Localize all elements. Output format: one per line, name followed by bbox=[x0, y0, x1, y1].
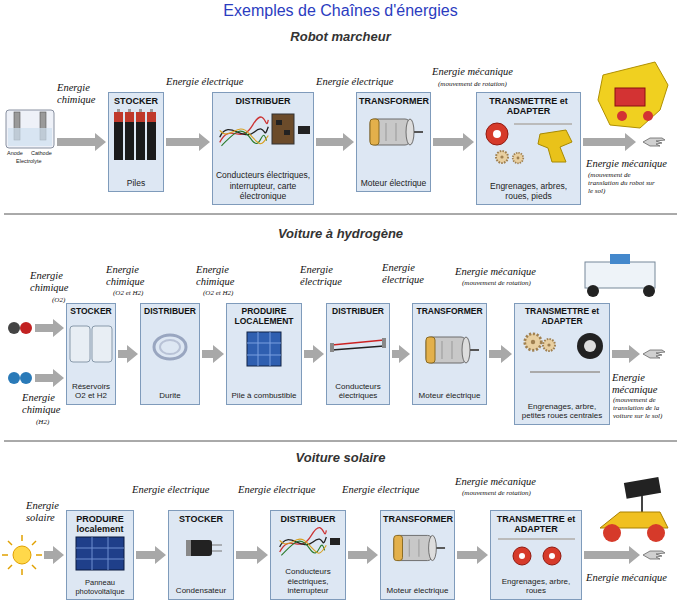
stage-heading: DISTRIBUER bbox=[141, 304, 199, 317]
part-name: Anode bbox=[7, 150, 27, 156]
stage-heading: DISTRIBUER bbox=[271, 511, 345, 524]
stage-heading: TRANSFORMER bbox=[413, 304, 486, 317]
process-box: TRANSMETTRE et ADAPTER Engrenages, arbre,… bbox=[514, 303, 610, 425]
energy-arrow bbox=[118, 345, 138, 363]
energy-label: Energie solaire bbox=[26, 500, 66, 524]
stage-heading: PRODUIRE LOCALEMENT bbox=[227, 304, 301, 327]
process-box: TRANSFORMER Moteur électrique bbox=[380, 510, 455, 600]
process-box: DISTRIBUER Conducteurs électriques, inter… bbox=[270, 510, 346, 600]
stage-heading: DISTRIBUER bbox=[213, 93, 313, 106]
energy-label: Energie électrique bbox=[342, 484, 434, 496]
energy-label: Energie chimique bbox=[57, 82, 105, 106]
component-caption: Engrenages, arbres, roues, pieds bbox=[479, 181, 578, 201]
process-box: TRANSMETTRE et ADAPTER Engrenages, arbres… bbox=[476, 92, 581, 205]
stage-heading: TRANSMETTRE et ADAPTER bbox=[515, 304, 609, 327]
energy-label: Energie électrique bbox=[238, 484, 330, 496]
energy-note: (mouvement de rotation) bbox=[462, 279, 552, 287]
process-box: DISTRIBUER Conducteurs électriques bbox=[326, 303, 390, 405]
component-caption: Piles bbox=[111, 178, 161, 188]
component-caption: Moteur électrique bbox=[415, 391, 484, 401]
energy-arrow bbox=[348, 546, 378, 564]
component-caption: Pile à combustible bbox=[229, 391, 299, 401]
part-name: Cathode bbox=[31, 150, 55, 156]
component-caption: Conducteurs électriques, interrupteur bbox=[273, 567, 343, 596]
energy-note: (H2) bbox=[36, 418, 66, 426]
energy-note: (O2) bbox=[52, 296, 82, 304]
energy-note: (O2 et H2) bbox=[203, 289, 243, 297]
energy-label: Energie mécanique bbox=[612, 372, 678, 396]
process-box: PRODUIRE LOCALEMENT Pile à combustible bbox=[226, 303, 302, 405]
section-title: Voiture solaire bbox=[0, 450, 681, 466]
energy-arrow bbox=[316, 133, 354, 151]
process-box: TRANSMETTRE et ADAPTER Engrenages, arbre,… bbox=[490, 510, 582, 600]
component-caption: Moteur électrique bbox=[359, 178, 428, 188]
energy-note: (mouvement de rotation) bbox=[462, 489, 552, 497]
energy-label: Energie chimique bbox=[22, 392, 67, 416]
process-box: TRANSFORMER Moteur électrique bbox=[412, 303, 487, 405]
energy-label: Energie chimique bbox=[196, 264, 246, 288]
energy-arrow bbox=[202, 345, 224, 363]
process-box: PRODUIRE localementPanneau photovoltaïqu… bbox=[66, 510, 134, 600]
energy-label: Energie mécanique bbox=[455, 266, 555, 278]
component-caption: Durite bbox=[143, 391, 197, 401]
energy-arrow bbox=[457, 546, 488, 564]
stage-heading: TRANSFORMER bbox=[357, 93, 430, 106]
energy-label: Energie chimique bbox=[106, 264, 156, 288]
part-name: Electrolyte bbox=[16, 158, 46, 164]
stage-heading: PRODUIRE localement bbox=[67, 511, 133, 535]
stage-heading: TRANSMETTRE et ADAPTER bbox=[477, 93, 580, 117]
process-box: STOCKER Piles bbox=[108, 92, 164, 192]
section-title: Voiture à hydrogène bbox=[0, 226, 681, 242]
process-box: STOCKER Condensateur bbox=[168, 510, 234, 600]
energy-label: Energie électrique bbox=[132, 484, 224, 496]
energy-arrow bbox=[489, 345, 512, 363]
energy-label: Energie mécanique bbox=[586, 572, 678, 584]
energy-note: (mouvement de translation de la voiture … bbox=[613, 396, 677, 420]
section-title: Robot marcheur bbox=[0, 29, 681, 45]
energy-label: Energie mécanique bbox=[455, 476, 555, 488]
stage-heading: STOCKER bbox=[109, 93, 163, 106]
process-box: DISTRIBUER Conducteurs électriques, inter… bbox=[212, 92, 314, 205]
energy-label: Energie mécanique bbox=[432, 66, 532, 78]
energy-label: Energie mécanique bbox=[586, 158, 680, 170]
energy-label: Energie électrique bbox=[316, 76, 408, 88]
component-caption: Conducteurs électriques bbox=[329, 382, 387, 401]
energy-arrow bbox=[166, 133, 210, 151]
energy-label: Energie électrique bbox=[166, 76, 258, 88]
stage-heading: DISTRIBUER bbox=[327, 304, 389, 317]
stage-heading: TRANSFORMER bbox=[381, 511, 454, 524]
component-caption: Engrenages, arbre, petites roues central… bbox=[517, 402, 607, 421]
component-caption: Conducteurs électriques, interrupteur, c… bbox=[215, 170, 311, 201]
process-box: STOCKER Réservoirs O2 et H2 bbox=[66, 303, 116, 405]
component-caption: Engrenages, arbre, roues bbox=[493, 577, 579, 596]
process-box: DISTRIBUER Durite bbox=[140, 303, 200, 405]
energy-label: Energie chimique bbox=[30, 270, 75, 294]
energy-label: Energie électrique bbox=[382, 262, 426, 286]
energy-note: (O2 et H2) bbox=[113, 289, 153, 297]
component-caption: Panneau photovoltaïque bbox=[69, 578, 131, 596]
energy-arrow bbox=[236, 546, 268, 564]
stage-heading: STOCKER bbox=[67, 304, 115, 317]
page-title: Exemples de Chaînes d'énergies bbox=[0, 2, 681, 20]
component-caption: Réservoirs O2 et H2 bbox=[69, 382, 113, 401]
energy-arrow bbox=[304, 345, 324, 363]
stage-heading: TRANSMETTRE et ADAPTER bbox=[491, 511, 581, 535]
process-box: TRANSFORMER Moteur électrique bbox=[356, 92, 431, 192]
energy-arrow bbox=[433, 133, 474, 151]
energy-label: Energie électrique bbox=[300, 264, 344, 288]
component-caption: Moteur électrique bbox=[383, 586, 452, 596]
component-caption: Condensateur bbox=[171, 586, 231, 596]
energy-arrow bbox=[136, 546, 166, 564]
stage-heading: STOCKER bbox=[169, 511, 233, 524]
energy-note: (mouvement de translation du robot sur l… bbox=[588, 171, 660, 195]
energy-arrow bbox=[392, 345, 410, 363]
energy-note: (mouvement de rotation) bbox=[438, 80, 528, 88]
